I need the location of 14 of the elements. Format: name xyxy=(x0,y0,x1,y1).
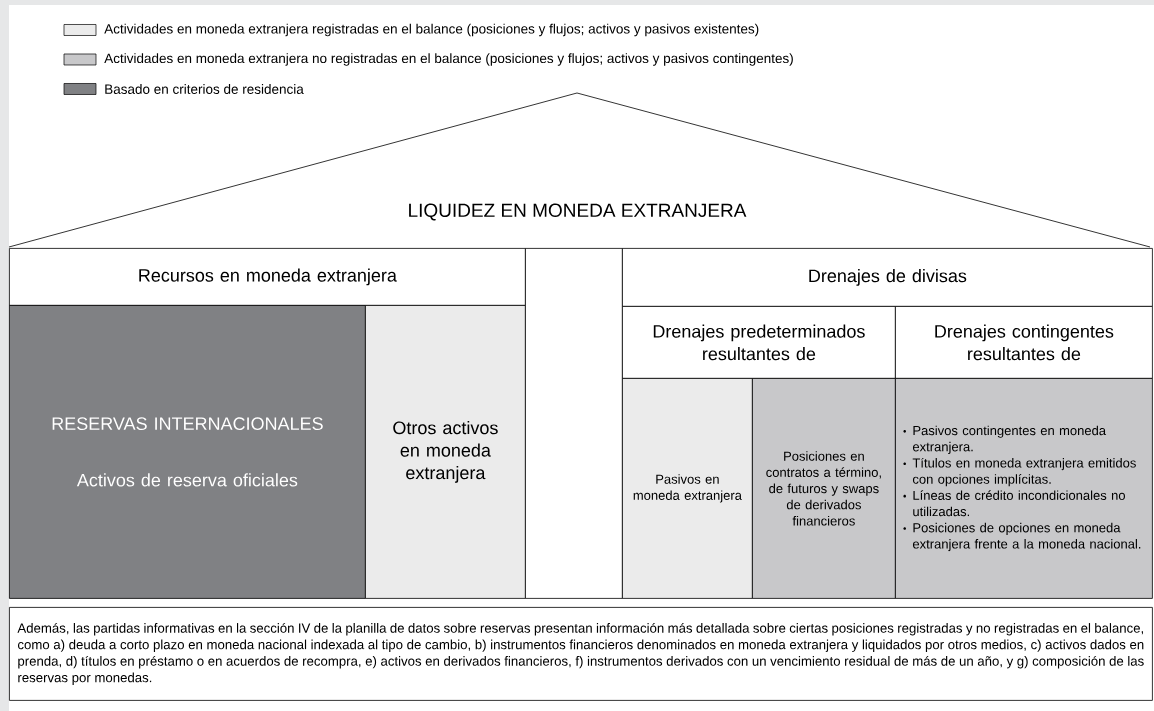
note-box: Además, las partidas informativas en la sección IV de la planilla de datos sobre reservas presentan información más detallada sobre ciertas posiciones registradas y no registradas en el balance, como a) deuda a corto plazo en moneda nacional indexada al tipo de cambio, b) instrumentos financieros denominados en moneda extranjera y liquidados por otros medios, c) activos dados en prenda, d) títulos en préstamo o en acuerdos de recompra, e) activos en derivados financieros, f) instrumentos derivados con un vencimiento residual de más de un año, y g) composición de las reservas por monedas. xyxy=(9,607,1153,701)
legend-text: Actividades en moneda extranjera no registradas en el balance (posiciones y flujos; activos y pasivos contingentes) xyxy=(104,53,793,66)
header-box: Drenajes predeterminados resultantes de xyxy=(622,306,896,379)
legend-text: Actividades en moneda extranjera registradas en el balance (posiciones y flujos; activos y pasivos existentes) xyxy=(104,23,759,37)
legend-text: Basado en criterios de residencia xyxy=(105,84,304,94)
positions-box: Posiciones en contratos a término, de futuros y swaps de derivados financieros xyxy=(752,378,896,599)
liabilities-box: Pasivos en moneda extranjera xyxy=(622,378,753,599)
bullet-list-box: Pasivos contingentes en moneda extranjera. Títulos en moneda extranjera emitidos con opciones implícitas. Líneas de crédito incondicionales no utilizadas. Posiciones de opciones en moneda extranjera frente a la moneda nacional. xyxy=(895,378,1153,599)
pillar-box xyxy=(525,248,623,599)
header-box: Drenajes contingentes resultantes de xyxy=(895,306,1153,379)
header-box: Drenajes de divisas xyxy=(622,248,1153,307)
assets-box: Otros activos en moneda extranjera xyxy=(365,305,526,599)
header-box: Recursos en moneda extranjera xyxy=(9,248,526,306)
reserves-box: RESERVAS INTERNACIONALES Activos de reserva oficiales xyxy=(9,305,366,599)
